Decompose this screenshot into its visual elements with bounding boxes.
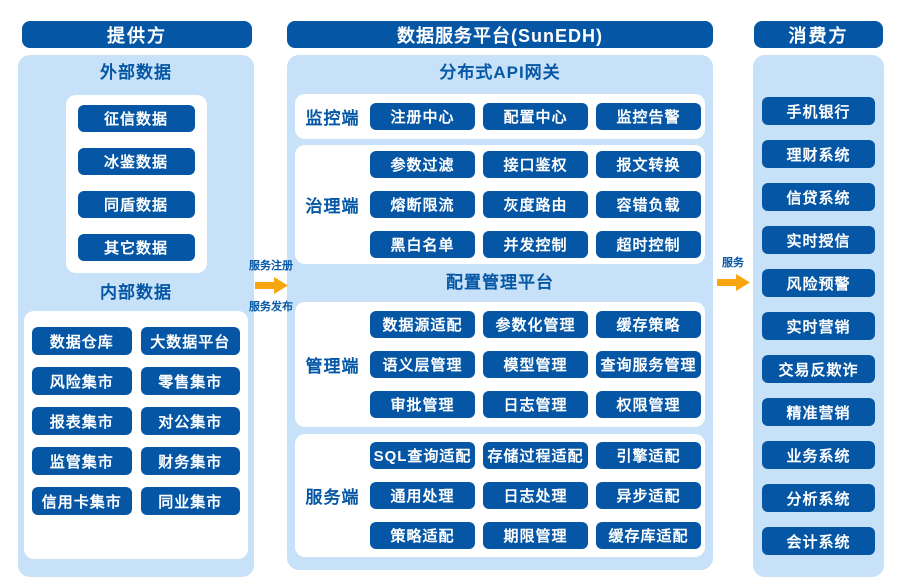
consumer-item: 分析系统: [762, 484, 875, 512]
service-item: 通用处理: [370, 482, 475, 509]
service-section-label: 服务端: [305, 488, 360, 507]
internal-data-item: 对公集市: [140, 407, 240, 435]
service-label: 服务: [722, 257, 744, 269]
monitor-section-label: 监控端: [305, 109, 360, 128]
internal-data-item: 数据仓库: [32, 327, 132, 355]
governance-section-label: 治理端: [305, 197, 360, 216]
external-data-item: 其它数据: [77, 234, 195, 261]
management-section: 管理端 数据源适配 参数化管理 缓存策略 语义层管理 模型管理 查询服务管理 审…: [295, 302, 705, 427]
management-item: 查询服务管理: [596, 351, 701, 378]
right-arrow-icon: [254, 277, 288, 294]
consumer-item: 风险预警: [762, 269, 875, 297]
internal-data-item: 大数据平台: [140, 327, 240, 355]
provider-panel: 外部数据 征信数据 冰鉴数据 同盾数据 其它数据 内部数据 数据仓库 大数据平台…: [18, 55, 254, 577]
platform-to-consumer-arrow-group: 服务: [714, 254, 752, 291]
management-item: 数据源适配: [370, 311, 475, 338]
monitor-section: 监控端 注册中心 配置中心 监控告警: [295, 94, 705, 139]
internal-data-item: 风险集市: [32, 367, 132, 395]
provider-header: 提供方: [22, 21, 252, 48]
internal-data-item: 同业集市: [140, 487, 240, 515]
internal-data-box: 数据仓库 大数据平台 风险集市 零售集市 报表集市 对公集市 监管集市 财务集市…: [24, 311, 248, 559]
provider-to-platform-arrow-group: 服务注册 服务发布: [249, 257, 293, 314]
management-item: 日志管理: [483, 391, 588, 418]
governance-item: 超时控制: [596, 231, 701, 258]
consumer-header: 消费方: [754, 21, 883, 48]
platform-panel: 分布式API网关 监控端 注册中心 配置中心 监控告警 治理端 参数过滤 接口鉴…: [287, 55, 713, 570]
consumer-item: 实时营销: [762, 312, 875, 340]
service-item: 引擎适配: [596, 442, 701, 469]
consumer-item: 业务系统: [762, 441, 875, 469]
consumer-item: 实时授信: [762, 226, 875, 254]
internal-data-item: 监管集市: [32, 447, 132, 475]
internal-data-item: 信用卡集市: [32, 487, 132, 515]
consumer-item: 手机银行: [762, 97, 875, 125]
service-publish-label: 服务发布: [249, 301, 293, 313]
service-section: 服务端 SQL查询适配 存储过程适配 引擎适配 通用处理 日志处理 异步适配 策…: [295, 434, 705, 557]
service-item: 策略适配: [370, 522, 475, 549]
external-data-item: 同盾数据: [77, 191, 195, 218]
external-data-title: 外部数据: [100, 63, 172, 82]
service-register-label: 服务注册: [249, 260, 293, 272]
governance-item: 并发控制: [483, 231, 588, 258]
service-item: 期限管理: [483, 522, 588, 549]
management-item: 审批管理: [370, 391, 475, 418]
governance-item: 容错负载: [596, 191, 701, 218]
management-item: 权限管理: [596, 391, 701, 418]
governance-item: 灰度路由: [483, 191, 588, 218]
consumer-item: 理财系统: [762, 140, 875, 168]
right-arrow-icon: [716, 274, 750, 291]
management-section-label: 管理端: [305, 357, 360, 376]
governance-item: 熔断限流: [370, 191, 475, 218]
management-item: 模型管理: [483, 351, 588, 378]
service-item: 缓存库适配: [596, 522, 701, 549]
monitor-item: 配置中心: [483, 103, 588, 130]
consumer-item: 交易反欺诈: [762, 355, 875, 383]
external-data-item: 冰鉴数据: [77, 148, 195, 175]
service-item: 存储过程适配: [483, 442, 588, 469]
consumer-item: 精准营销: [762, 398, 875, 426]
external-data-item: 征信数据: [77, 105, 195, 132]
internal-data-item: 零售集市: [140, 367, 240, 395]
monitor-item: 监控告警: [596, 103, 701, 130]
consumer-item: 信贷系统: [762, 183, 875, 211]
service-item: 日志处理: [483, 482, 588, 509]
governance-item: 黑白名单: [370, 231, 475, 258]
config-platform-title: 配置管理平台: [446, 273, 554, 292]
governance-item: 参数过滤: [370, 151, 475, 178]
governance-item: 报文转换: [596, 151, 701, 178]
governance-item: 接口鉴权: [483, 151, 588, 178]
consumer-item: 会计系统: [762, 527, 875, 555]
service-item: SQL查询适配: [370, 442, 475, 469]
monitor-item: 注册中心: [370, 103, 475, 130]
external-data-box: 征信数据 冰鉴数据 同盾数据 其它数据: [65, 95, 207, 273]
internal-data-item: 报表集市: [32, 407, 132, 435]
internal-data-title: 内部数据: [100, 283, 172, 302]
management-item: 参数化管理: [483, 311, 588, 338]
service-item: 异步适配: [596, 482, 701, 509]
consumer-panel: 手机银行 理财系统 信贷系统 实时授信 风险预警 实时营销 交易反欺诈 精准营销…: [753, 55, 884, 577]
platform-header: 数据服务平台(SunEDH): [287, 21, 713, 48]
api-gateway-title: 分布式API网关: [439, 63, 561, 82]
management-item: 缓存策略: [596, 311, 701, 338]
management-item: 语义层管理: [370, 351, 475, 378]
governance-section: 治理端 参数过滤 接口鉴权 报文转换 熔断限流 灰度路由 容错负载 黑白名单 并…: [295, 145, 705, 264]
internal-data-item: 财务集市: [140, 447, 240, 475]
